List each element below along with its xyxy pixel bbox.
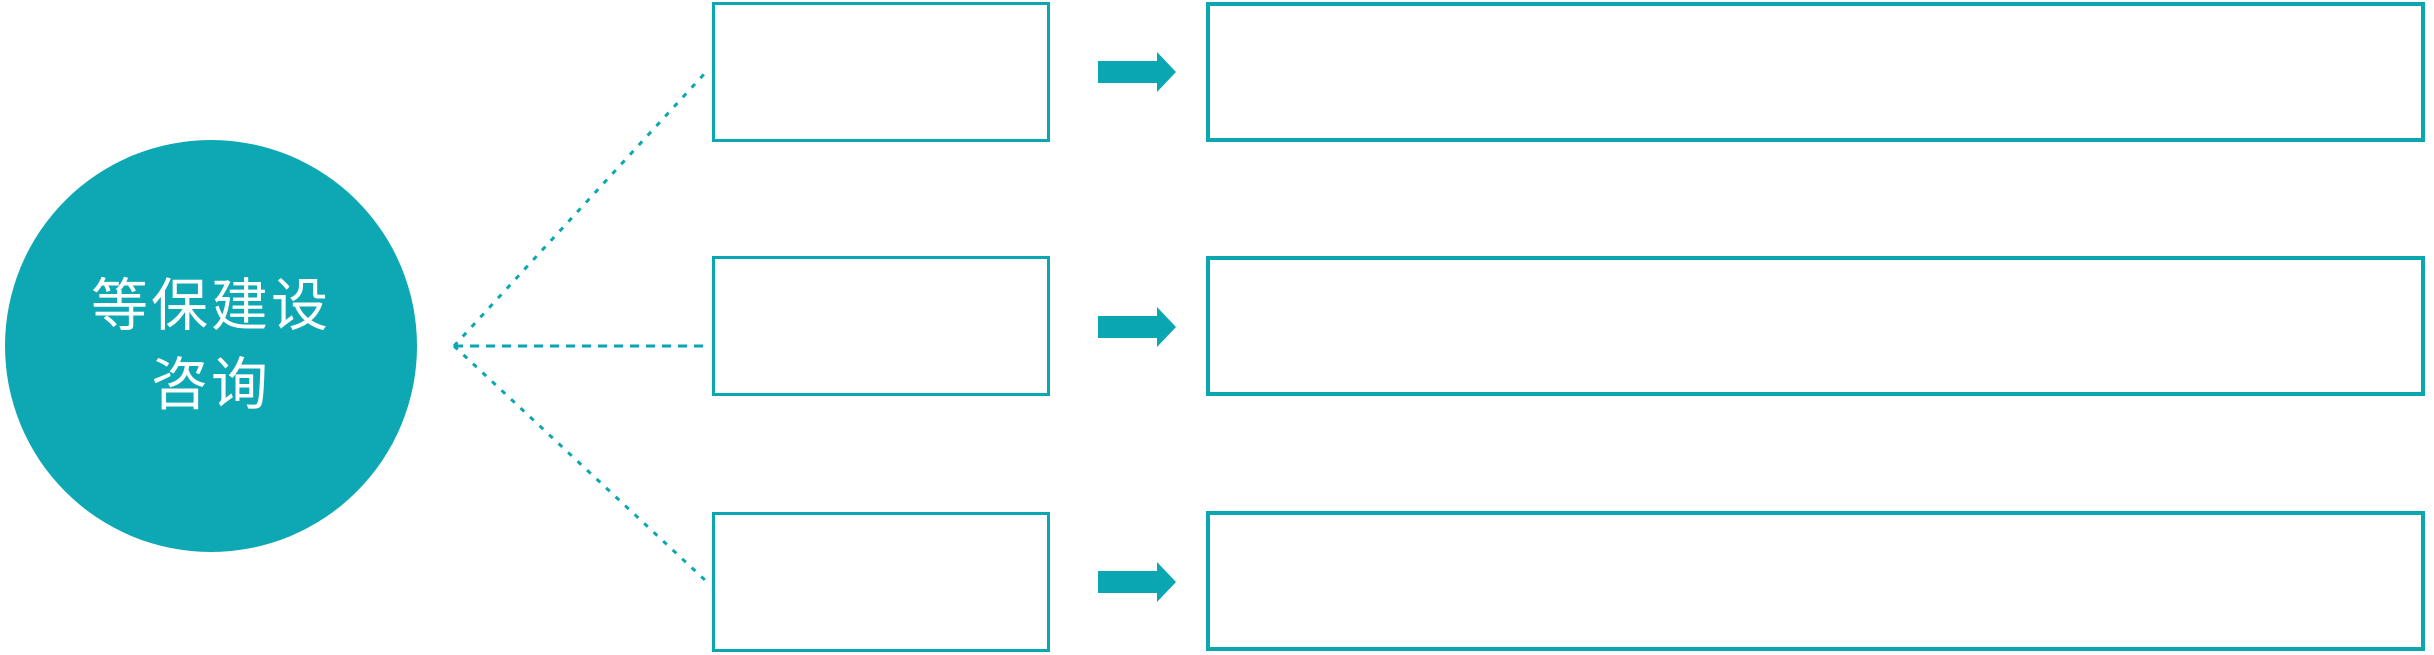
dotted-connector-line-top (452, 70, 708, 348)
arrow-right-icon (1098, 52, 1176, 92)
arrow-right-icon (1098, 307, 1176, 347)
category-box-2 (712, 256, 1050, 396)
topic-label-line2: 咨询 (151, 352, 271, 418)
detail-box-2-label (1210, 260, 2421, 392)
topic-circle: 等保建设 咨询 (5, 140, 417, 552)
topic-label-line1: 等保建设 (91, 273, 331, 340)
dotted-connector-line-bottom (452, 344, 708, 583)
category-box-1 (712, 2, 1050, 142)
category-box-3-label (715, 515, 1047, 649)
detail-box-1 (1206, 2, 2425, 142)
detail-box-3-label (1210, 515, 2421, 647)
category-box-1-label (715, 5, 1047, 139)
category-box-3 (712, 512, 1050, 652)
arrow-right-icon (1098, 562, 1176, 602)
detail-box-1-label (1210, 6, 2421, 138)
detail-box-3 (1206, 511, 2425, 651)
detail-box-2 (1206, 256, 2425, 396)
category-box-2-label (715, 259, 1047, 393)
